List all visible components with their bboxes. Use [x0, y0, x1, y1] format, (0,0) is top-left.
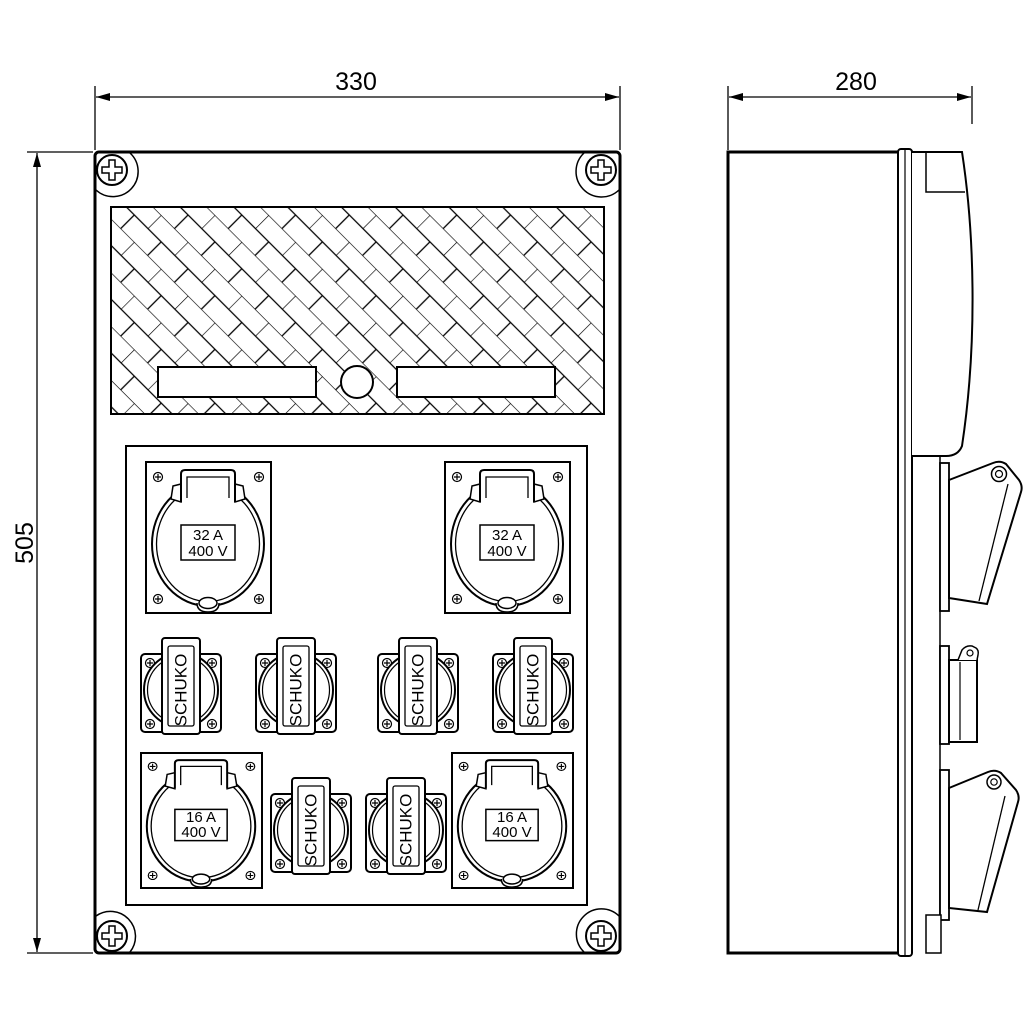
socket-voltage-label: 400 V	[188, 543, 227, 560]
enclosure-side	[726, 150, 905, 955]
socket-voltage-label: 400 V	[487, 543, 526, 560]
cover-lock	[340, 365, 374, 399]
corner-screw-icon	[585, 154, 617, 186]
cee-socket-32a-right: 32 A 400 V	[445, 462, 570, 613]
socket-current-label: 32 A	[492, 527, 522, 544]
corner-screw-icon	[96, 154, 128, 186]
schuko-socket-2: SCHUKO	[256, 638, 336, 734]
schuko-label: SCHUKO	[524, 654, 543, 727]
cee-socket-32a-side	[939, 460, 1023, 612]
dimension-height: 505	[11, 151, 93, 954]
socket-voltage-label: 400 V	[181, 824, 220, 841]
socket-panel	[125, 445, 588, 906]
socket-current-label: 32 A	[193, 527, 223, 544]
cee-socket-16a-side	[939, 769, 1020, 921]
dimension-width: 330	[94, 68, 621, 150]
socket-voltage-label: 400 V	[492, 824, 531, 841]
schuko-socket-3: SCHUKO	[378, 638, 458, 734]
front-view: 32 A 400 V 32 A 400 V SCHUKO SCHUKO SCHU…	[93, 150, 622, 955]
corner-notches	[95, 152, 620, 953]
dimension-depth: 280	[727, 68, 973, 150]
dimension-label-width: 330	[335, 68, 377, 96]
cee-socket-32a-left: 32 A 400 V	[146, 462, 271, 613]
breaker-cover-profile	[912, 151, 974, 457]
cover-hinge-block	[925, 152, 965, 193]
schuko-socket-side	[939, 645, 979, 745]
schuko-label: SCHUKO	[397, 794, 416, 867]
dimension-label-depth: 280	[835, 68, 877, 96]
corner-screw-icon	[96, 920, 128, 952]
breaker-cover-panel	[110, 206, 605, 415]
dimension-label-height: 505	[11, 522, 39, 564]
schuko-label: SCHUKO	[409, 654, 428, 727]
schuko-label: SCHUKO	[302, 794, 321, 867]
breaker-window-left	[157, 366, 317, 398]
corner-screw-icon	[585, 920, 617, 952]
socket-current-label: 16 A	[186, 809, 216, 826]
schuko-socket-5: SCHUKO	[271, 778, 351, 874]
socket-current-label: 16 A	[497, 809, 527, 826]
schuko-label: SCHUKO	[172, 654, 191, 727]
side-view	[726, 148, 1023, 957]
schuko-socket-6: SCHUKO	[366, 778, 446, 874]
schuko-socket-4: SCHUKO	[493, 638, 573, 734]
cee-socket-16a-right: 16 A 400 V	[452, 753, 573, 888]
schuko-socket-1: SCHUKO	[141, 638, 221, 734]
cee-socket-16a-left: 16 A 400 V	[141, 753, 262, 888]
bottom-cover-block	[925, 914, 942, 954]
breaker-window-right	[396, 366, 556, 398]
schuko-label: SCHUKO	[287, 654, 306, 727]
